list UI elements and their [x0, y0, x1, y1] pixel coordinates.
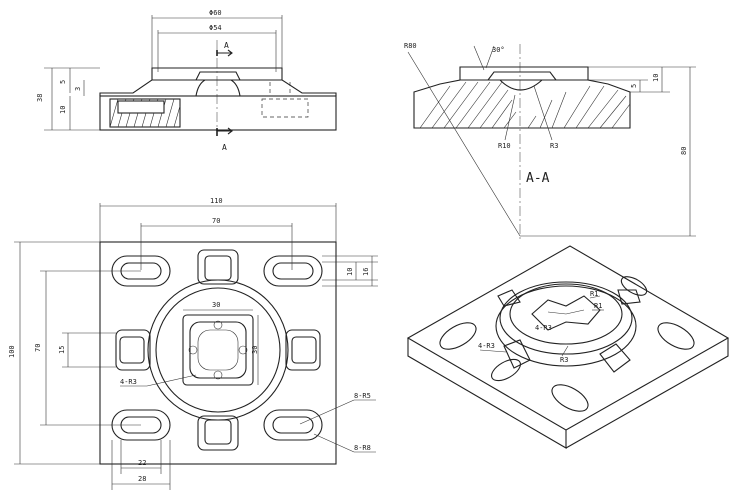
- note-8r8: 8-R8: [354, 444, 371, 452]
- dim-10-section: 10: [652, 74, 660, 82]
- dim-22: 22: [138, 459, 146, 467]
- note-8r5: 8-R5: [354, 392, 371, 400]
- dim-80: 80: [680, 147, 688, 155]
- dim-28: 28: [138, 475, 146, 483]
- isometric-view: R1 R1 4-R3 4-R3 R3: [406, 245, 730, 449]
- iso-4r3-outer: 4-R3: [478, 342, 495, 350]
- dim-r10: R10: [498, 142, 511, 150]
- dim-r80: R80: [404, 42, 417, 50]
- dim-r3-section: R3: [550, 142, 558, 150]
- top-view: 110 70 100 70 15 30 30 10 16: [8, 197, 378, 490]
- dim-16-slot: 16: [362, 268, 370, 276]
- iso-4r3-inner: 4-R3: [535, 324, 552, 332]
- front-view: A A Φ60 Φ54 38 5 3 10: [36, 9, 337, 152]
- dim-10: 10: [59, 106, 67, 114]
- dim-38: 38: [36, 94, 44, 102]
- note-4r3-top: 4-R3: [120, 378, 137, 386]
- dim-5: 5: [59, 80, 67, 84]
- dim-110: 110: [210, 197, 223, 205]
- iso-r1-a: R1: [590, 290, 598, 298]
- iso-r1-b: R1: [594, 302, 602, 310]
- dim-15: 15: [58, 346, 66, 354]
- dim-dia54: Φ54: [209, 24, 222, 32]
- dim-100: 100: [8, 345, 16, 358]
- dim-70-top: 70: [212, 217, 220, 225]
- dim-30-v: 30: [251, 346, 259, 354]
- dim-30deg: 30°: [492, 46, 505, 54]
- dim-dia60: Φ60: [209, 9, 222, 17]
- section-aa-title: A-A: [526, 171, 550, 186]
- section-a-label-bottom: A: [222, 143, 227, 152]
- dim-5-section: 5: [630, 84, 638, 88]
- dim-3: 3: [74, 87, 82, 91]
- iso-r3: R3: [560, 356, 568, 364]
- dim-30-h: 30: [212, 301, 220, 309]
- section-a-label-top: A: [224, 41, 229, 50]
- dim-70-vertical: 70: [34, 344, 42, 352]
- section-view-aa: R80 30° R10 R3 A-A 5 10 80: [404, 42, 696, 240]
- dim-10-slot: 10: [346, 268, 354, 276]
